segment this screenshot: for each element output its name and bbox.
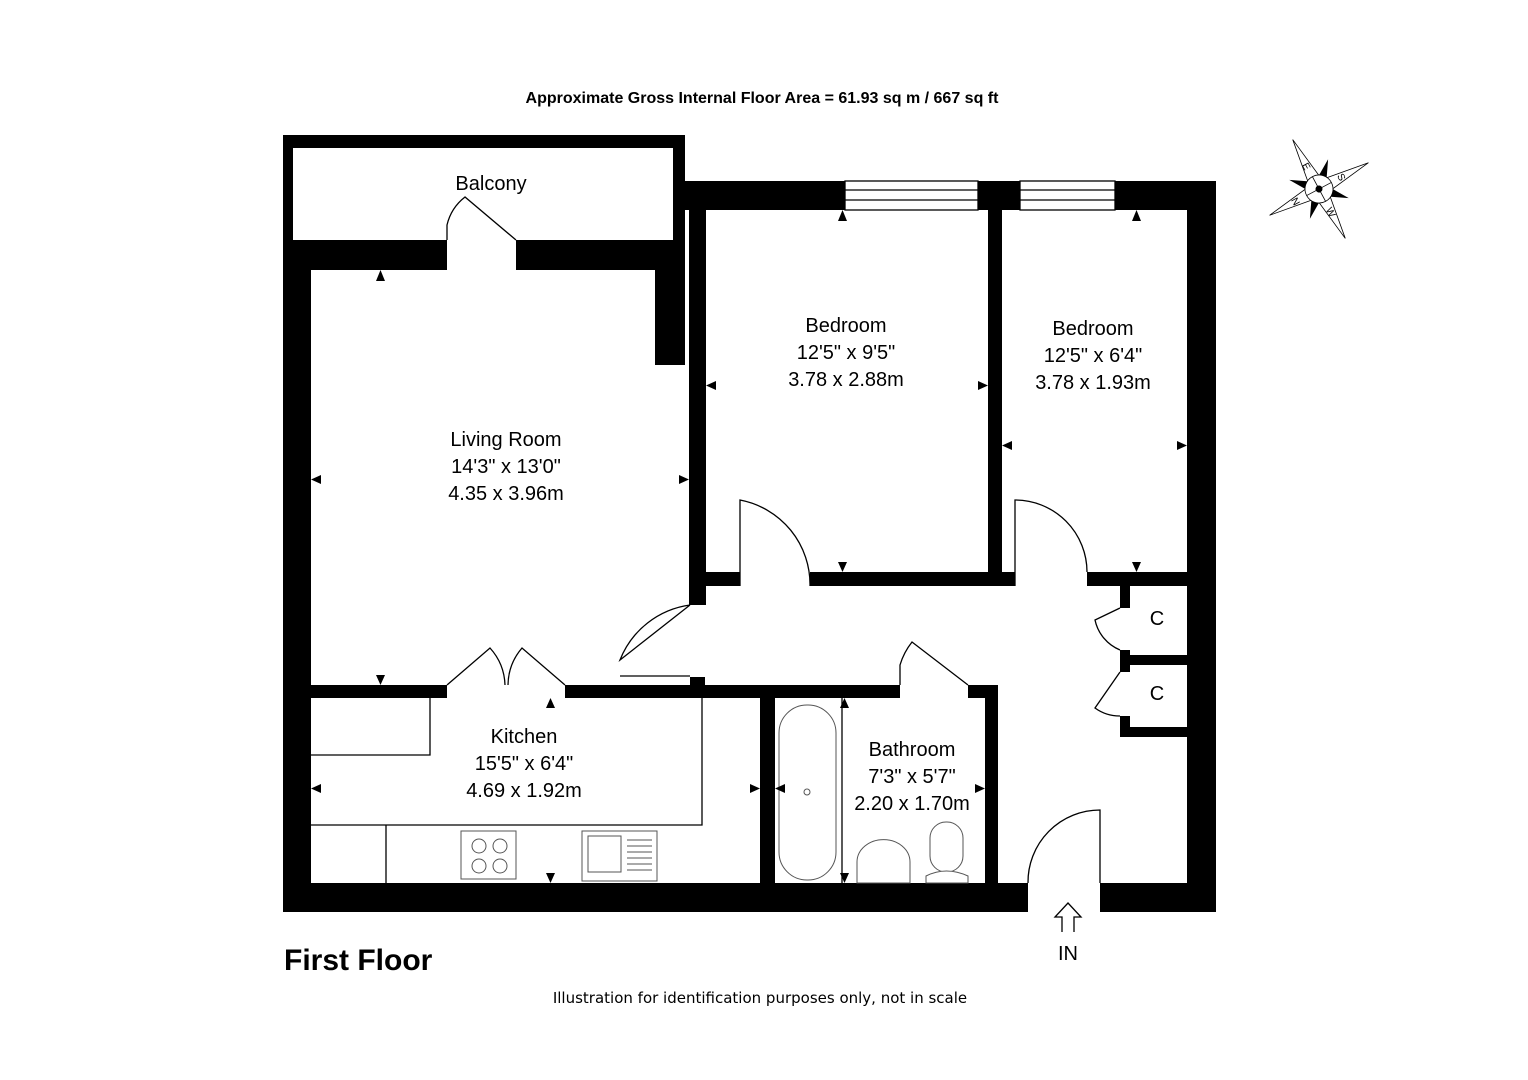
svg-text:4.35 x 3.96m: 4.35 x 3.96m [448,483,564,505]
svg-text:15'5" x 6'4": 15'5" x 6'4" [475,753,574,775]
svg-text:E: E [1299,161,1312,172]
svg-text:12'5" x 6'4": 12'5" x 6'4" [1044,345,1143,367]
bedroom-2-label: Bedroom 12'5" x 6'4" 3.78 x 1.93m [1035,318,1151,394]
svg-text:2.20 x 1.70m: 2.20 x 1.70m [854,793,970,815]
svg-text:Bedroom: Bedroom [1052,318,1133,340]
kitchen-label: Kitchen 15'5" x 6'4" 4.69 x 1.92m [466,726,582,802]
doors [446,196,1121,884]
svg-text:3.78 x 2.88m: 3.78 x 2.88m [788,369,904,391]
kitchen-fittings [311,698,703,883]
svg-text:N: N [1288,196,1301,208]
cupboard-1-label: C [1150,608,1164,630]
svg-text:14'3" x 13'0": 14'3" x 13'0" [451,456,561,478]
compass-icon: N E S W [1269,139,1369,239]
svg-text:Kitchen: Kitchen [491,726,558,748]
svg-text:Bedroom: Bedroom [805,315,886,337]
windows [844,180,1116,211]
dimension-arrows [311,210,1187,883]
floor-area-heading: Approximate Gross Internal Floor Area = … [526,90,1000,107]
svg-text:7'3" x 5'7": 7'3" x 5'7" [868,766,955,788]
bedroom-1-label: Bedroom 12'5" x 9'5" 3.78 x 2.88m [788,315,904,391]
svg-text:3.78 x 1.93m: 3.78 x 1.93m [1035,372,1151,394]
svg-text:S: S [1334,172,1347,183]
disclaimer: Illustration for identification purposes… [553,989,967,1007]
balcony-label: Balcony [455,173,526,195]
bathroom-label: Bathroom 7'3" x 5'7" 2.20 x 1.70m [854,739,970,815]
svg-text:Bathroom: Bathroom [869,739,956,761]
basin-icon [856,839,911,884]
entrance-label: IN [1058,943,1078,965]
svg-text:4.69 x 1.92m: 4.69 x 1.92m [466,780,582,802]
cupboard-2-label: C [1150,683,1164,705]
svg-text:12'5" x 9'5": 12'5" x 9'5" [797,342,896,364]
toilet-icon [929,821,964,873]
entrance-arrow-icon [1053,902,1083,932]
bathroom-fittings [778,698,969,884]
floor-title: First Floor [284,944,433,977]
living-room-label: Living Room 14'3" x 13'0" 4.35 x 3.96m [448,429,564,505]
hob-icon [460,830,517,880]
svg-text:Living Room: Living Room [450,429,561,451]
walls [283,135,1216,912]
